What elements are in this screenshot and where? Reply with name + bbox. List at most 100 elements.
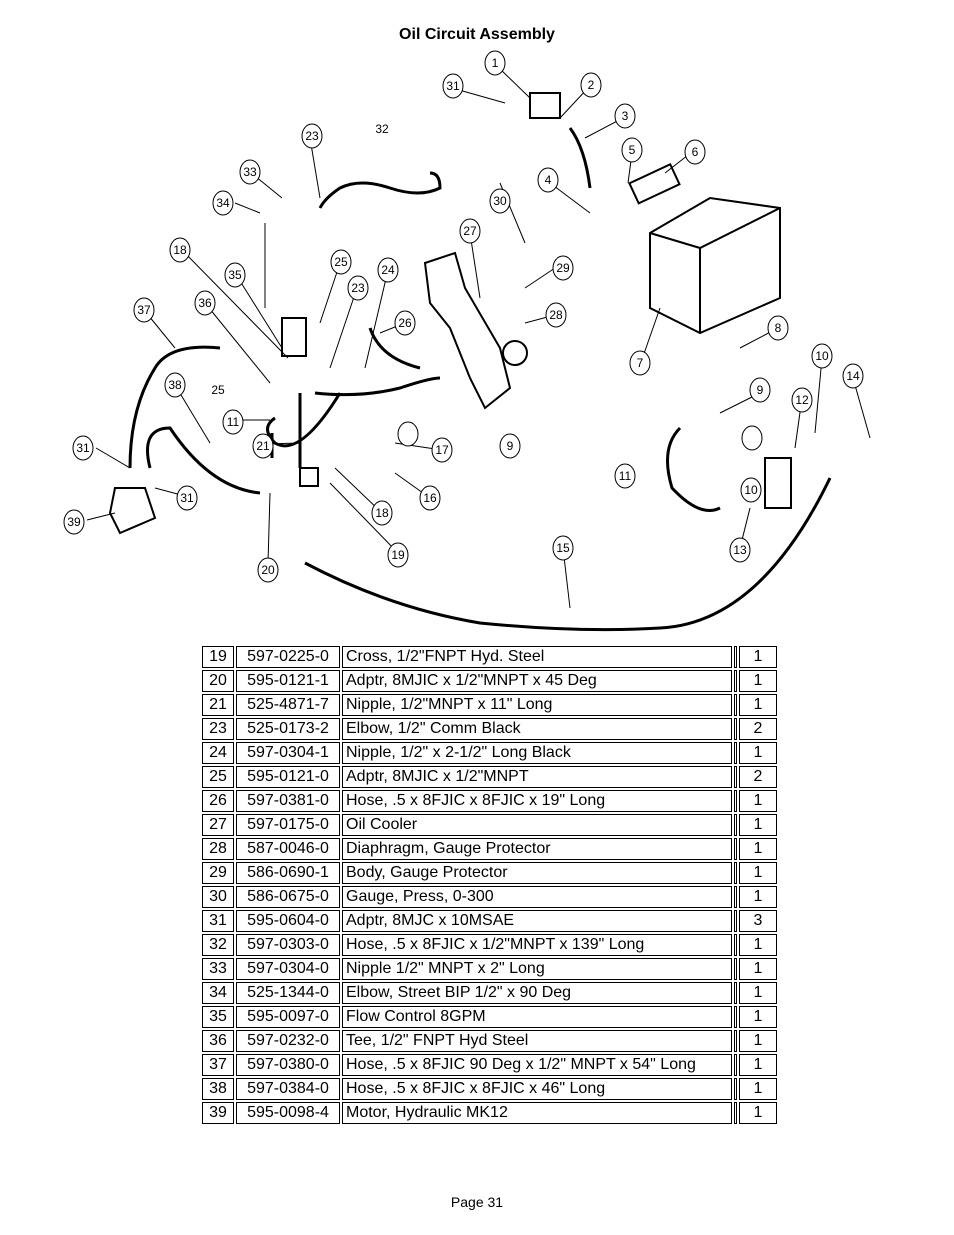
oil-cooler [423, 251, 512, 410]
callout-label: 5 [629, 143, 636, 157]
callout-label: 33 [243, 165, 257, 179]
description-cell: Nipple 1/2" MNPT x 2" Long [342, 958, 732, 980]
callout-label: 32 [375, 122, 389, 136]
flow-control [281, 317, 307, 357]
description-cell: Nipple, 1/2" x 2-1/2" Long Black [342, 742, 732, 764]
description-cell: Diaphragm, Gauge Protector [342, 838, 732, 860]
callout-label: 28 [549, 308, 563, 322]
callout-label: 34 [216, 196, 230, 210]
description-cell: Adptr, 8MJC x 10MSAE [342, 910, 732, 932]
oil-circuit-exploded-diagram: 1 2 3 4 5 6 7 8 9 9 10 10 11 11 12 13 14… [63, 50, 871, 632]
callout-label: 20 [261, 563, 275, 577]
part-number-cell: 597-0232-0 [236, 1030, 340, 1052]
description-cell: Gauge, Press, 0-300 [342, 886, 732, 908]
description-cell: Hose, .5 x 8FJIC x 8FJIC x 19" Long [342, 790, 732, 812]
item-number-cell: 30 [202, 886, 234, 908]
quantity-cell: 1 [739, 862, 777, 884]
item-number-cell: 21 [202, 694, 234, 716]
callout-label: 24 [381, 263, 395, 277]
item-number-cell: 29 [202, 862, 234, 884]
description-cell: Oil Cooler [342, 814, 732, 836]
callout-label: 36 [198, 296, 212, 310]
description-cell: Nipple, 1/2"MNPT x 11" Long [342, 694, 732, 716]
callout-label: 6 [692, 145, 699, 159]
part-number-cell: 597-0303-0 [236, 934, 340, 956]
quantity-cell: 1 [739, 1078, 777, 1100]
callout-label: 12 [795, 393, 809, 407]
filter [764, 457, 792, 509]
item-number-cell: 37 [202, 1054, 234, 1076]
description-cell: Flow Control 8GPM [342, 1006, 732, 1028]
blank-cell [734, 814, 737, 836]
quantity-cell: 1 [739, 646, 777, 668]
blank-cell [734, 742, 737, 764]
blank-cell [734, 1078, 737, 1100]
blank-cell [734, 1054, 737, 1076]
callout-label: 16 [423, 491, 437, 505]
callout-label: 15 [556, 541, 570, 555]
part-number-cell: 597-0304-0 [236, 958, 340, 980]
hose-38b [146, 426, 261, 495]
page-title: Oil Circuit Assembly [399, 26, 555, 43]
blank-cell [734, 862, 737, 884]
callout-label: 38 [168, 378, 182, 392]
description-cell: Tee, 1/2" FNPT Hyd Steel [342, 1030, 732, 1052]
item-number-cell: 23 [202, 718, 234, 740]
description-cell: Adptr, 8MJIC x 1/2"MNPT [342, 766, 732, 788]
part-number-cell: 525-1344-0 [236, 982, 340, 1004]
description-cell: Hose, .5 x 8FJIC x 1/2"MNPT x 139" Long [342, 934, 732, 956]
blank-cell [734, 646, 737, 668]
part-number-cell: 595-0121-1 [236, 670, 340, 692]
callout-label: 4 [545, 173, 552, 187]
blank-cell [734, 886, 737, 908]
callout-label: 23 [351, 281, 365, 295]
part-number-cell: 597-0381-0 [236, 790, 340, 812]
item-number-cell: 32 [202, 934, 234, 956]
item-number-cell: 31 [202, 910, 234, 932]
item-number-cell: 36 [202, 1030, 234, 1052]
callout-label: 10 [815, 349, 829, 363]
part-number-cell: 525-4871-7 [236, 694, 340, 716]
part-number-cell: 597-0380-0 [236, 1054, 340, 1076]
callout-label: 1 [492, 56, 499, 70]
description-cell: Elbow, Street BIP 1/2" x 90 Deg [342, 982, 732, 1004]
blank-cell [734, 694, 737, 716]
description-cell: Hose, .5 x 8FJIC 90 Deg x 1/2" MNPT x 54… [342, 1054, 732, 1076]
callout-label: 31 [76, 441, 90, 455]
quantity-cell: 1 [739, 1054, 777, 1076]
blank-cell [734, 934, 737, 956]
quantity-cell: 2 [739, 718, 777, 740]
callout-label: 31 [180, 491, 194, 505]
item-number-cell: 28 [202, 838, 234, 860]
callout-label: 26 [398, 316, 412, 330]
description-cell: Motor, Hydraulic MK12 [342, 1102, 732, 1124]
description-cell: Hose, .5 x 8FJIC x 8FJIC x 46" Long [342, 1078, 732, 1100]
description-cell: Adptr, 8MJIC x 1/2"MNPT x 45 Deg [342, 670, 732, 692]
item-number-cell: 19 [202, 646, 234, 668]
part-number-cell: 595-0097-0 [236, 1006, 340, 1028]
blank-cell [734, 718, 737, 740]
item-number-cell: 39 [202, 1102, 234, 1124]
callout-label: 37 [137, 303, 151, 317]
callout-label: 11 [619, 469, 632, 483]
blank-cell [734, 1030, 737, 1052]
callout-label: 18 [173, 243, 187, 257]
callout-label: 30 [493, 194, 507, 208]
quantity-cell: 1 [739, 982, 777, 1004]
description-cell: Cross, 1/2"FNPT Hyd. Steel [342, 646, 732, 668]
